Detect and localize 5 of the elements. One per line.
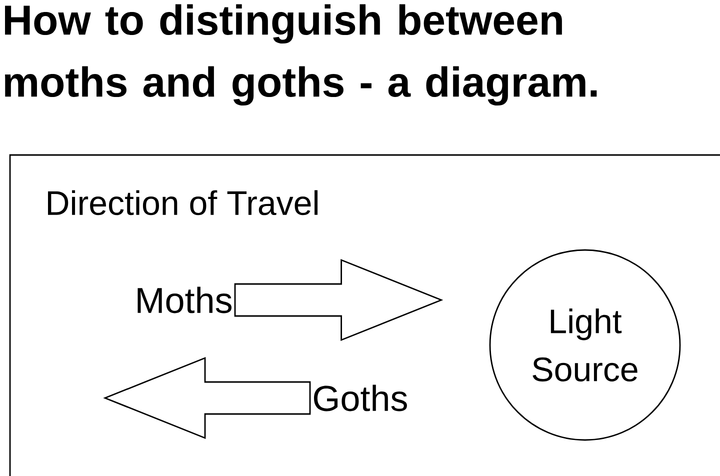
title: How to distinguish between moths and goths - a diagram. [4,4,597,106]
insect-label: Moths [138,286,232,314]
block-arrow [234,258,444,342]
goth-label: Goths [314,384,407,412]
block-arrow [103,356,311,440]
